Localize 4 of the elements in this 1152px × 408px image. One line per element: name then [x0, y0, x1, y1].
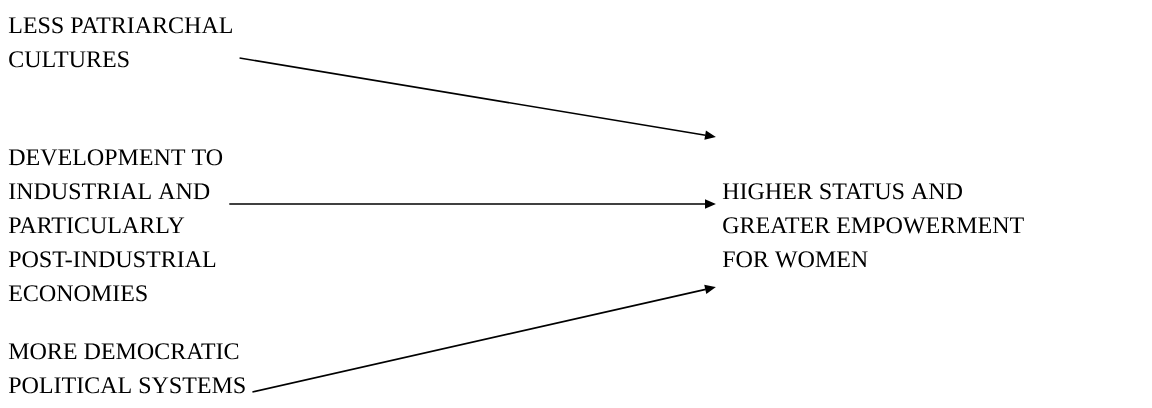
label-text: DEVELOPMENT TO INDUSTRIAL AND PARTICULARLY POST-INDUSTRIAL ECONOMIES [8, 149, 223, 302]
label-text: MORE DEMOCRATIC POLITICAL SYSTEMS [8, 343, 245, 394]
label-text: LESS PATRIARCHAL CULTURES [8, 17, 232, 68]
label-text: HIGHER STATUS AND GREATER EMPOWERMENT FOR WOMEN [722, 183, 1024, 268]
